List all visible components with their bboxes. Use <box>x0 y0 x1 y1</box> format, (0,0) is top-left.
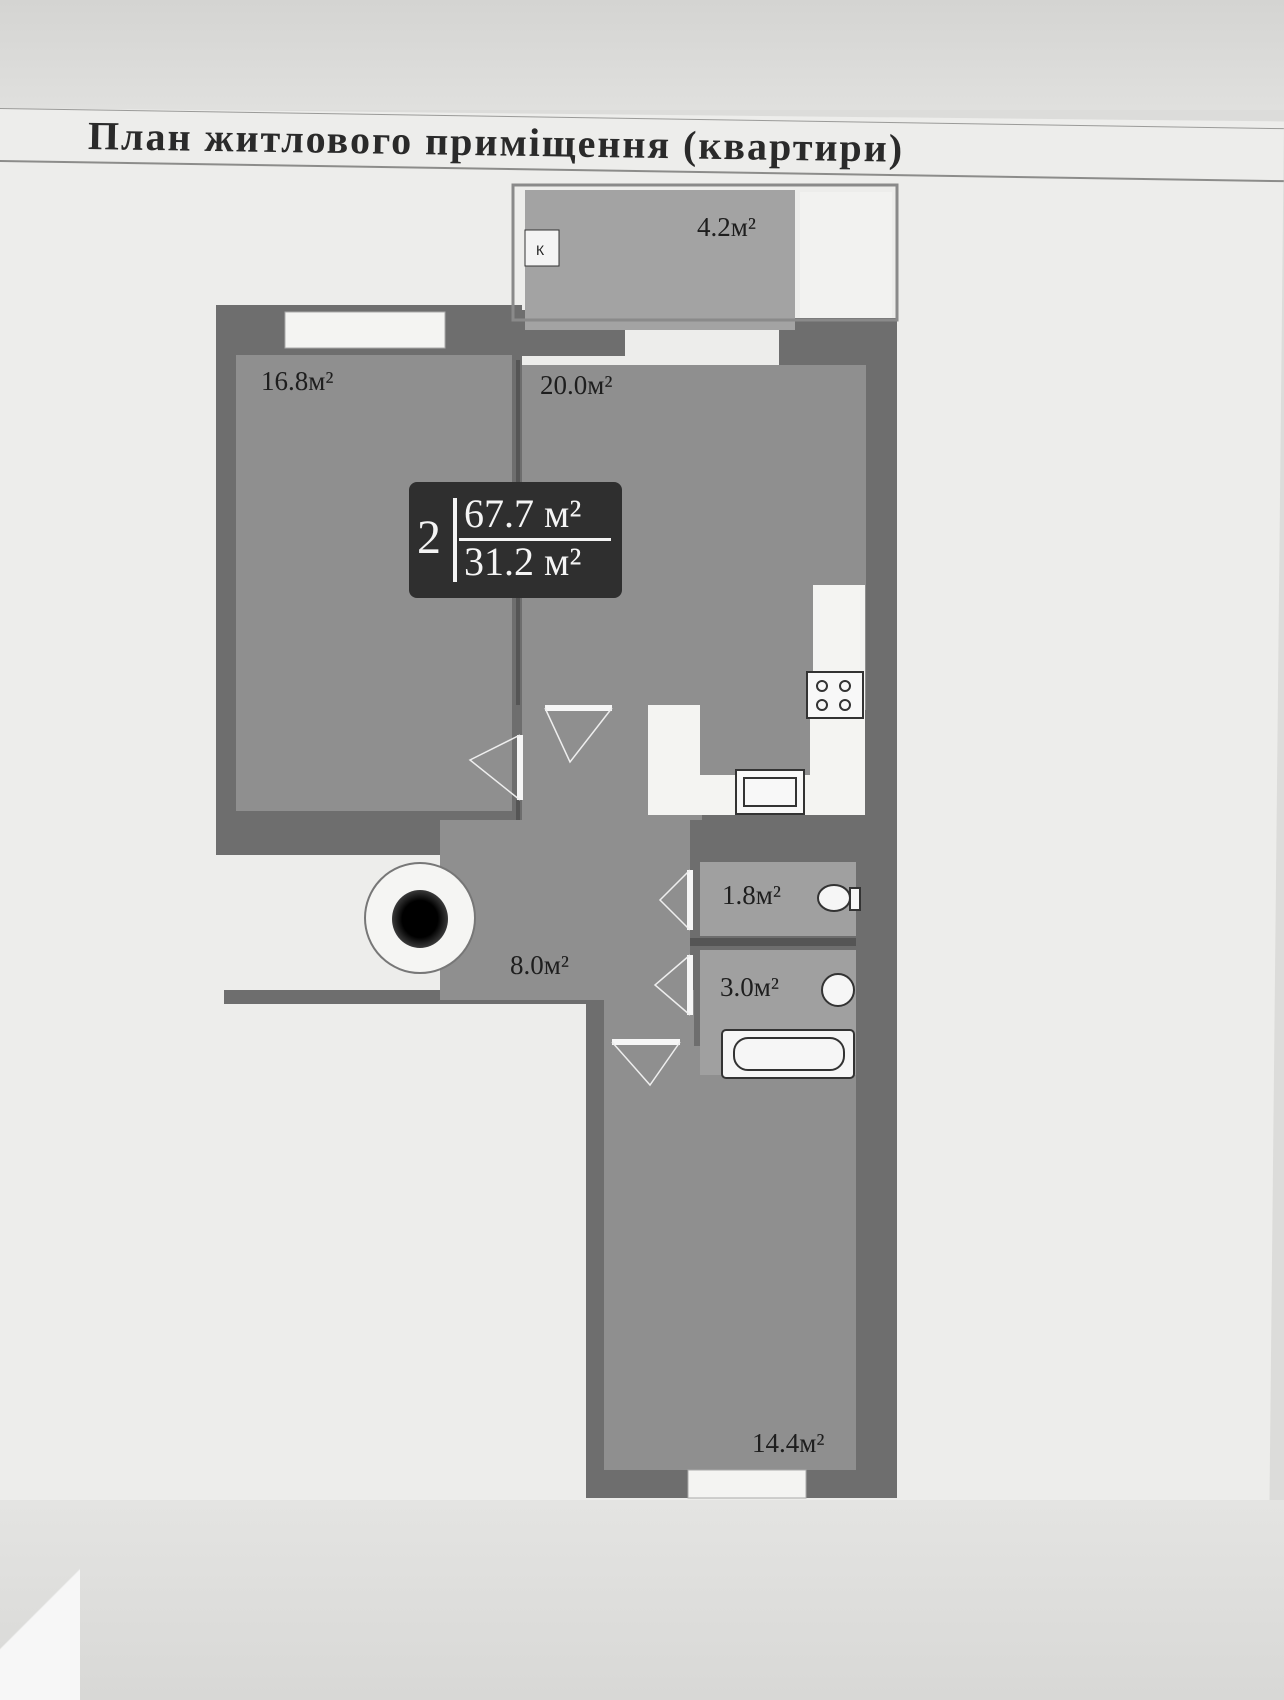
apartment-summary: 2 67.7 м² 31.2 м² <box>409 482 622 598</box>
stove-burner <box>839 699 851 711</box>
floors <box>236 355 866 1470</box>
area-label-hallway: 8.0м² <box>510 950 569 980</box>
windows <box>284 311 807 1499</box>
photo-background-top <box>0 0 1284 110</box>
floor-bedroom-bottom <box>604 1046 856 1470</box>
doors <box>517 705 693 1045</box>
sink-bowl <box>743 777 797 807</box>
area-label-bathroom: 3.0м² <box>720 972 779 1002</box>
area-label-living-kitchen: 20.0м² <box>540 370 613 400</box>
sink-icon <box>735 769 805 815</box>
photo-background-bottom <box>0 1500 1284 1700</box>
entrance-mark-icon <box>364 862 476 974</box>
area-label-bedroom-left: 16.8м² <box>261 366 334 396</box>
redaction-scribble <box>392 890 448 948</box>
kitchen-inner-floor <box>700 705 810 775</box>
door-swing-icon <box>468 707 691 1087</box>
wet-rooms <box>690 862 861 1079</box>
paper-corner <box>0 1560 80 1700</box>
stove-burner <box>816 680 828 692</box>
washbasin-icon <box>821 973 855 1007</box>
bathtub-icon <box>721 1029 855 1079</box>
summary-divider-vertical <box>453 498 457 582</box>
living-area: 31.2 м² <box>464 539 582 584</box>
floor-hallway <box>440 820 690 1000</box>
area-label-balcony: 4.2м² <box>697 212 756 242</box>
stove-icon <box>806 671 864 719</box>
kitchen <box>648 585 865 815</box>
balcony-side <box>800 192 892 318</box>
balcony: К <box>511 183 899 330</box>
toilet-tank <box>849 887 861 911</box>
balcony-marker: К <box>536 242 545 258</box>
bathtub-basin <box>733 1037 845 1071</box>
balcony-frame <box>511 183 899 322</box>
summary-divider-horizontal <box>459 538 611 541</box>
balcony-marker-box <box>524 229 560 267</box>
balcony-floor <box>525 190 795 330</box>
floor-hall-corridor <box>522 700 642 830</box>
area-label-bedroom-bottom: 14.4м² <box>752 1428 825 1458</box>
toilet-icon <box>817 884 851 912</box>
stove-burner <box>816 699 828 711</box>
window-bedroom-left <box>284 311 446 349</box>
window-bedroom-bottom <box>687 1469 807 1499</box>
room-count: 2 <box>417 511 441 564</box>
area-label-toilet: 1.8м² <box>722 880 781 910</box>
stove-burner <box>839 680 851 692</box>
total-area: 67.7 м² <box>464 491 582 536</box>
